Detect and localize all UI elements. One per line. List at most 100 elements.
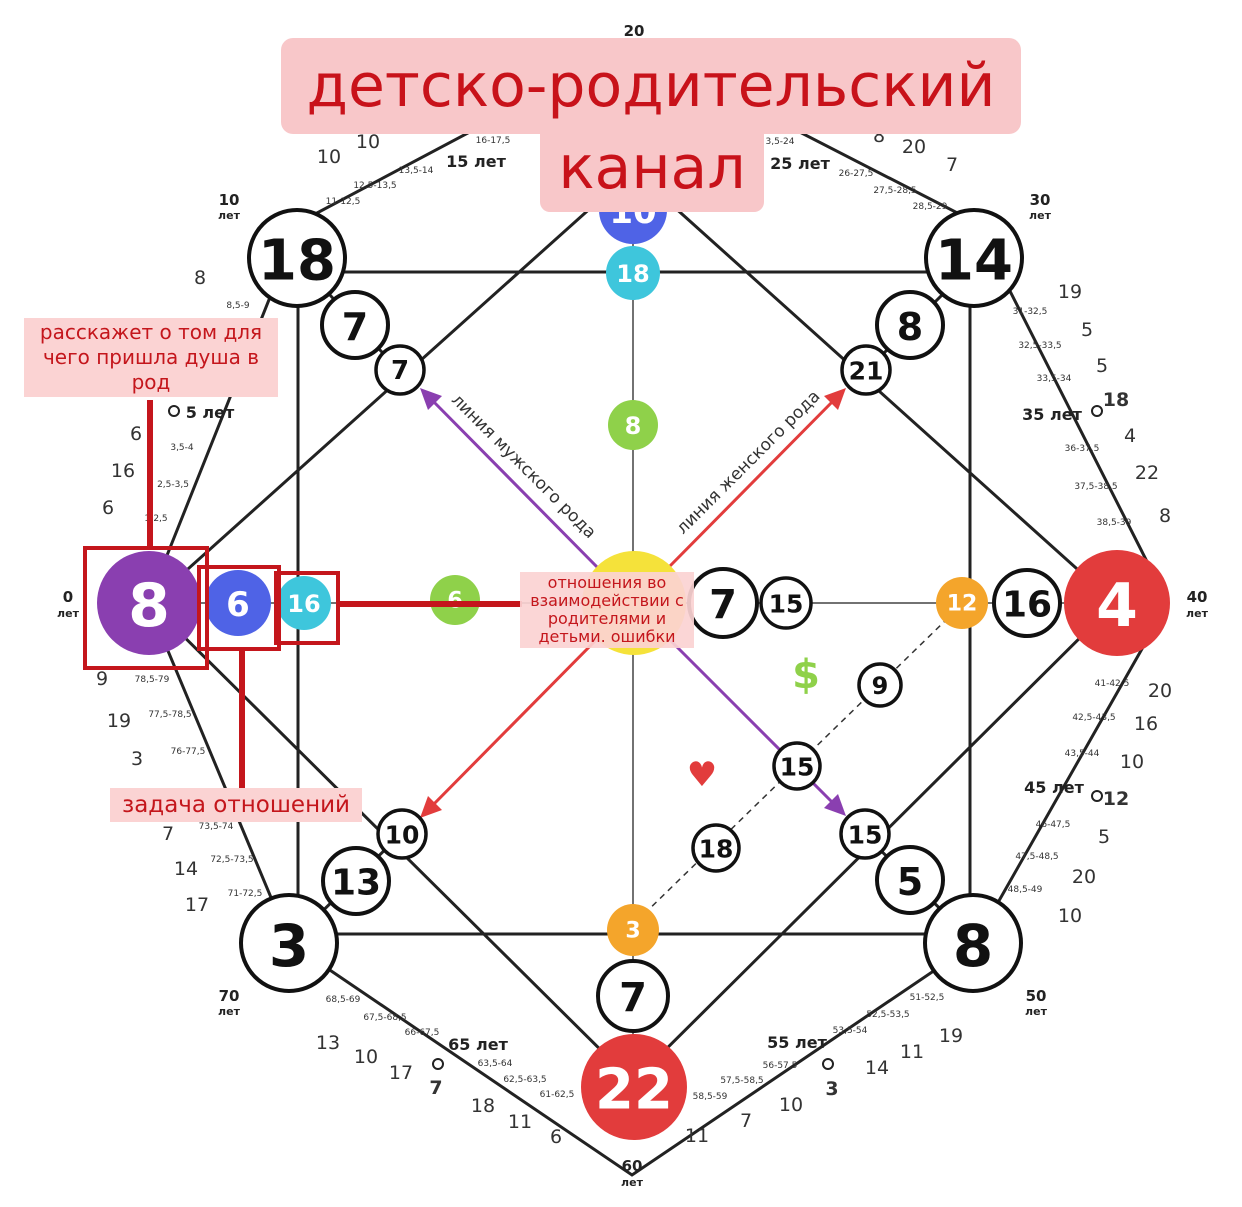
page-title: детско-родительский [281, 38, 1021, 134]
female-line-arrow-lower [426, 636, 600, 812]
br-fifteen-circle [839, 808, 891, 860]
perimeter-label-right-upper-4: 5 [1096, 355, 1108, 377]
age-65-dot [432, 1058, 444, 1070]
age-55-years: 55 лет [767, 1033, 827, 1052]
perimeter-label-bottom-right-4: 11 [900, 1041, 924, 1063]
perimeter-label-bottom-right-0: 51-52,5 [910, 993, 945, 1003]
perimeter-label-right-upper-5: 33,5-34 [1037, 374, 1072, 384]
age-40-label: 40 [1187, 588, 1208, 606]
perimeter-label-bottom-right-12: 11 [685, 1125, 709, 1147]
bl-thirteen-circle [321, 846, 391, 916]
br-five-value: 5 [897, 860, 923, 904]
tl-seven-b-circle [374, 344, 426, 396]
bottom-red-value: 22 [595, 1058, 673, 1123]
age-40-let: лет [1186, 607, 1209, 620]
perimeter-label-right-lower-9: 47,5-48,5 [1015, 852, 1058, 862]
perimeter-label-top-left-3: 13,5-14 [399, 166, 434, 176]
right-sixteen-value: 16 [1002, 585, 1052, 626]
age-60-label: 60 [622, 1157, 643, 1175]
perimeter-label-right-upper-12: 38,5-39 [1097, 518, 1132, 528]
perimeter-label-right-lower-1: 20 [1148, 680, 1172, 702]
annotation-relations-text: отношения во взаимодействии с родителями… [530, 573, 684, 646]
male-line-arrowhead [420, 388, 442, 410]
perimeter-label-left-upper-8: 1-2,5 [144, 514, 167, 524]
perimeter-label-top-left-5: 11-12,5 [326, 197, 361, 207]
female-line-arrowhead-lower [420, 796, 442, 818]
perimeter-label-bottom-left-4: 10 [354, 1046, 378, 1068]
perimeter-label-bottom-right-5: 14 [865, 1057, 889, 1079]
age-20-label: 20 [624, 22, 645, 40]
top-cyan-circle [606, 246, 660, 300]
perimeter-label-bottom-left-5: 17 [389, 1062, 413, 1084]
left-green-circle [430, 575, 480, 625]
perimeter-label-right-lower-2: 42,5-43,5 [1072, 713, 1115, 723]
age-50-label: 50 [1026, 987, 1047, 1005]
heart-icon: ♥ [687, 755, 717, 795]
highlight-left-cyan [274, 571, 340, 645]
perimeter-label-bottom-left-9: 61-62,5 [540, 1090, 575, 1100]
bl-big-circle [239, 893, 339, 993]
age-45-years: 45 лет [1024, 778, 1084, 797]
perimeter-label-top-right-0: 3,5-24 [765, 137, 794, 147]
tr-eight-value: 8 [897, 305, 923, 349]
perimeter-label-right-upper-8: 36-37,5 [1065, 444, 1100, 454]
perimeter-label-top-left-0: 10 [317, 146, 341, 168]
left-purple-circle [97, 551, 201, 655]
left-cyan-value: 16 [287, 590, 320, 618]
right-orange-value: 12 [947, 592, 978, 617]
perimeter-label-right-upper-10: 37,5-38,5 [1074, 482, 1117, 492]
perimeter-label-left-upper-5: 16 [111, 460, 135, 482]
age-10-let: лет [218, 209, 241, 222]
perimeter-label-top-left-4: 12,5-13,5 [353, 181, 396, 191]
perimeter-label-bottom-right-7: 57,5-58,5 [720, 1076, 763, 1086]
annotation-soul-purpose-text: расскажет о том для чего пришла душа в р… [39, 320, 263, 394]
dollar-icon: $ [792, 652, 820, 698]
page-title-line2-box: канал [540, 130, 764, 212]
perimeter-label-right-lower-0: 41-42,5 [1095, 679, 1130, 689]
br-five-circle [875, 845, 945, 915]
perimeter-label-top-right-6: 28,5-29 [913, 202, 948, 212]
perimeter-label-right-upper-9: 22 [1135, 462, 1159, 484]
perimeter-label-bottom-right-6: 56-57,5 [763, 1061, 798, 1071]
male-line-arrowhead-lower [824, 794, 846, 816]
perimeter-label-bottom-left-10: 18 [471, 1095, 495, 1117]
br-big-value: 8 [953, 912, 993, 980]
bottom-seven-value: 7 [619, 975, 647, 1021]
money-eighteen-circle [691, 823, 741, 873]
left-blue-value: 6 [226, 585, 250, 625]
age-5-years: 5 лет [186, 403, 235, 422]
perimeter-label-bottom-left-2: 66-67,5 [405, 1028, 440, 1038]
bottom-seven-circle [596, 959, 670, 1033]
perimeter-label-left-upper-3: 6 [130, 423, 142, 445]
perimeter-label-right-lower-4: 43,5-44 [1065, 749, 1100, 759]
perimeter-label-right-lower-3: 16 [1134, 713, 1158, 735]
perimeter-label-right-lower-6: 12 [1103, 788, 1129, 810]
title-line-2: канал [558, 133, 746, 203]
perimeter-label-bottom-left-3: 13 [316, 1032, 340, 1054]
perimeter-label-bottom-right-9: 3 [825, 1078, 838, 1100]
age-35-dot [1091, 405, 1103, 417]
perimeter-label-top-right-2: 20 [902, 136, 926, 158]
perimeter-label-left-lower-6: 73,5-74 [199, 822, 234, 832]
age-65-years: 65 лет [448, 1035, 508, 1054]
perimeter-label-left-lower-3: 77,5-78,5 [148, 710, 191, 720]
perimeter-label-bottom-left-7: 63,5-64 [478, 1059, 513, 1069]
age-70-let: лет [218, 1005, 241, 1018]
perimeter-label-right-upper-0: 19 [1058, 281, 1082, 303]
top-cyan-value: 18 [616, 260, 649, 288]
tr-twentyone-circle [840, 344, 892, 396]
perimeter-label-left-upper-1: 8,5-9 [226, 301, 250, 311]
money-fifteen-value: 15 [780, 753, 815, 782]
age-55-dot [822, 1058, 834, 1070]
perimeter-label-left-lower-4: 3 [131, 748, 143, 770]
perimeter-label-bottom-right-10: 10 [779, 1094, 803, 1116]
perimeter-label-bottom-right-3: 19 [939, 1025, 963, 1047]
perimeter-label-right-upper-3: 32,5-33,5 [1018, 341, 1061, 351]
perimeter-label-left-lower-7: 7 [162, 823, 174, 845]
perimeter-label-right-lower-5: 10 [1120, 751, 1144, 773]
perimeter-label-left-upper-0: 8 [194, 267, 206, 289]
tr-twentyone-value: 21 [849, 357, 884, 386]
perimeter-label-bottom-left-11: 11 [508, 1111, 532, 1133]
perimeter-label-bottom-right-11: 7 [740, 1110, 752, 1132]
